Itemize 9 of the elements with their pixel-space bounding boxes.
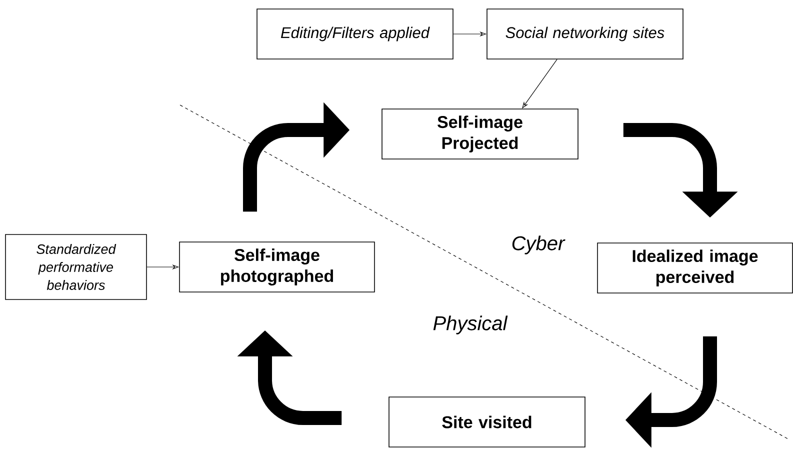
process-box: Self-image Projected	[382, 108, 578, 160]
process-box: Idealized image perceived	[597, 242, 793, 294]
region-label: Physical	[433, 316, 508, 334]
process-box: Site visited	[388, 396, 586, 448]
input-box: Editing/Filters applied	[256, 8, 454, 60]
input-box: Social networking sites	[486, 8, 684, 60]
input-box: Standardized performative behaviors	[5, 234, 147, 300]
region-label: Cyber	[512, 236, 566, 254]
process-box: Self-image photographed	[179, 242, 375, 292]
